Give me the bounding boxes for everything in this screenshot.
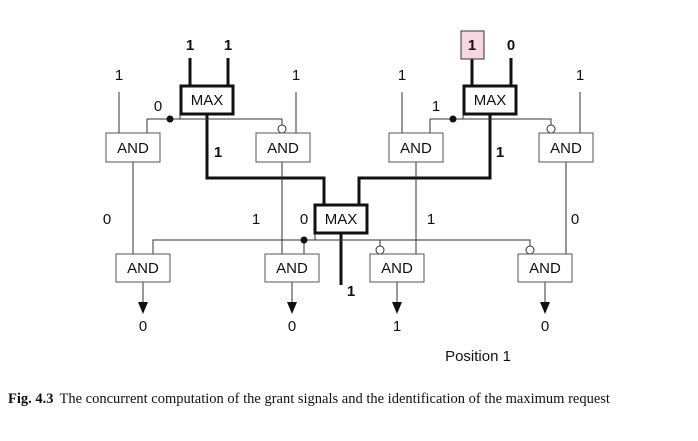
junction-dot bbox=[166, 115, 174, 123]
input-max-left-a: 1 bbox=[186, 37, 194, 54]
junction-dot bbox=[449, 115, 457, 123]
inverter-bubble bbox=[546, 124, 556, 134]
and-gate-mid-4: AND bbox=[538, 132, 594, 163]
signal-labels: 0 1 1 1 0 1 0 1 1 0 bbox=[103, 98, 579, 300]
request-input-4: 1 bbox=[576, 67, 584, 84]
and-gate-mid-1: AND bbox=[105, 132, 161, 163]
arrow-down-icon bbox=[138, 302, 148, 314]
mid-out-3-label: 1 bbox=[427, 211, 435, 228]
and-gate-bottom-2: AND bbox=[264, 253, 320, 283]
mid-out-4-label: 0 bbox=[571, 211, 579, 228]
request-input-3: 1 bbox=[398, 67, 406, 84]
and-gate-bottom-4: AND bbox=[517, 253, 573, 283]
svg-text:AND: AND bbox=[550, 140, 582, 157]
mid-out-2-label: 1 bbox=[252, 211, 260, 228]
and-gate-bottom-1: AND bbox=[115, 253, 171, 283]
output-4: 0 bbox=[541, 318, 549, 335]
request-input-2: 1 bbox=[292, 67, 300, 84]
figure-caption: Fig. 4.3 The concurrent computation of th… bbox=[8, 390, 688, 408]
and-gate-mid-3: AND bbox=[388, 132, 444, 163]
svg-text:AND: AND bbox=[267, 140, 299, 157]
output-1: 0 bbox=[139, 318, 147, 335]
input-max-left-b: 1 bbox=[224, 37, 232, 54]
input-max-right-a: 1 bbox=[468, 37, 476, 54]
and-gate-mid-2: AND bbox=[255, 132, 311, 163]
input-max-right-b: 0 bbox=[507, 37, 515, 54]
arrow-down-icon bbox=[540, 302, 550, 314]
svg-text:AND: AND bbox=[381, 260, 413, 277]
inverter-bubble bbox=[525, 245, 535, 255]
output-3: 1 bbox=[393, 318, 401, 335]
output-labels: 0 0 1 0 bbox=[139, 318, 549, 335]
max-out-center-label: 1 bbox=[347, 283, 355, 300]
inverter-bubble bbox=[277, 124, 287, 134]
svg-text:MAX: MAX bbox=[474, 92, 507, 109]
grant-top-right-label: 1 bbox=[432, 98, 440, 115]
max-gate-top-right: MAX bbox=[462, 84, 518, 116]
max-out-right-label: 1 bbox=[496, 144, 504, 161]
grant-center-label: 0 bbox=[300, 211, 308, 228]
grant-computation-diagram: MAX MAX MAX AND AND AND AND AND AND AND … bbox=[103, 30, 594, 365]
caption-text: The concurrent computation of the grant … bbox=[59, 391, 610, 407]
svg-text:AND: AND bbox=[529, 260, 561, 277]
request-input-1: 1 bbox=[115, 67, 123, 84]
output-arrows bbox=[138, 302, 550, 314]
and-gate-bottom-3: AND bbox=[369, 253, 425, 283]
max-gate-top-left: MAX bbox=[179, 84, 235, 116]
max-out-left-label: 1 bbox=[214, 144, 222, 161]
max-signal-wires bbox=[188, 58, 513, 285]
junctions bbox=[166, 115, 556, 255]
svg-text:AND: AND bbox=[276, 260, 308, 277]
arrow-down-icon bbox=[287, 302, 297, 314]
svg-text:AND: AND bbox=[117, 140, 149, 157]
svg-text:MAX: MAX bbox=[191, 92, 224, 109]
inverter-bubble bbox=[375, 245, 385, 255]
output-2: 0 bbox=[288, 318, 296, 335]
input-labels: 1 1 1 0 1 1 1 1 bbox=[115, 30, 584, 84]
arrow-down-icon bbox=[392, 302, 402, 314]
position-label: Position 1 bbox=[445, 348, 511, 365]
grant-signal-wires bbox=[118, 92, 581, 304]
svg-text:AND: AND bbox=[127, 260, 159, 277]
figure-label: Fig. 4.3 bbox=[8, 391, 54, 407]
mid-out-1-label: 0 bbox=[103, 211, 111, 228]
max-gate-center: MAX bbox=[313, 203, 369, 235]
svg-text:AND: AND bbox=[400, 140, 432, 157]
grant-top-left-label: 0 bbox=[154, 98, 162, 115]
junction-dot bbox=[300, 236, 308, 244]
svg-text:MAX: MAX bbox=[325, 211, 358, 228]
highlighted-input-box bbox=[460, 30, 485, 60]
